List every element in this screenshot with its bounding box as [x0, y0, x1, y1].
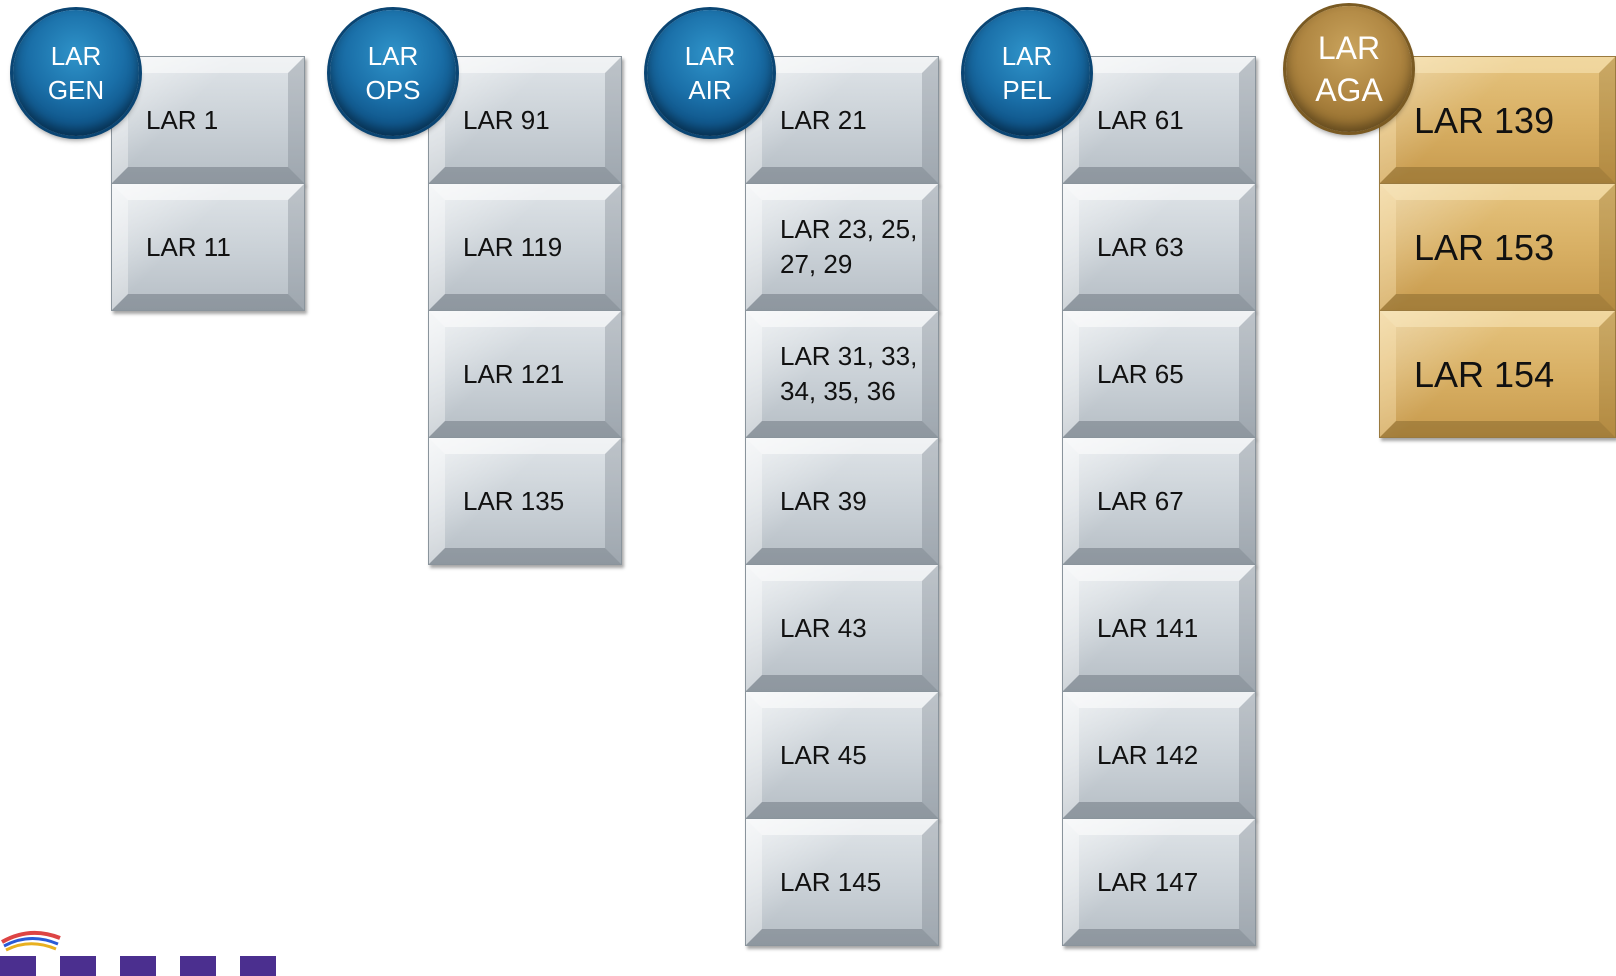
item-label: LAR 141 [1097, 612, 1199, 643]
item-box: LAR 43 [745, 564, 939, 692]
badge-line-2: PEL [1002, 75, 1052, 105]
item-box: LAR 154 [1379, 310, 1616, 438]
item-label: LAR 1 [146, 104, 219, 135]
item-label: LAR 31, 33, 34, 35, 36 [780, 341, 918, 406]
badge-line-1: LAR [1001, 41, 1053, 71]
item-box: LAR 139 [1379, 56, 1616, 184]
badge-line-1: LAR [1317, 30, 1381, 66]
item-label: LAR 61 [1097, 104, 1184, 135]
item-label: LAR 67 [1097, 485, 1184, 516]
item-box: LAR 45 [745, 691, 939, 819]
badge-line-2: AIR [688, 75, 732, 105]
item-label: LAR 119 [463, 231, 563, 262]
item-label: LAR 135 [463, 485, 565, 516]
item-box: LAR 147 [1062, 818, 1256, 946]
badge-line-1: LAR [684, 41, 736, 71]
item-box: LAR 65 [1062, 310, 1256, 438]
item-box: LAR 23, 25, 27, 29 [745, 183, 939, 311]
item-box: LAR 153 [1379, 183, 1616, 311]
badge-line-1: LAR [50, 41, 102, 71]
item-box: LAR 21 [745, 56, 939, 184]
item-label: LAR 154 [1414, 353, 1555, 395]
item-label: LAR 139 [1414, 99, 1555, 141]
item-box: LAR 1 [111, 56, 305, 184]
badge-lar-ops: LAR OPS [330, 10, 456, 136]
item-box: LAR 121 [428, 310, 622, 438]
item-label: LAR 91 [463, 104, 550, 135]
item-label: LAR 147 [1097, 866, 1199, 897]
badge-line-1: LAR [367, 41, 419, 71]
item-box: LAR 145 [745, 818, 939, 946]
item-box: LAR 39 [745, 437, 939, 565]
item-box: LAR 119 [428, 183, 622, 311]
badge-lar-air: LAR AIR [647, 10, 773, 136]
item-label: LAR 21 [780, 104, 867, 135]
item-box: LAR 91 [428, 56, 622, 184]
badge-line-2: OPS [365, 75, 421, 105]
badge-lar-pel: LAR PEL [964, 10, 1090, 136]
item-label: LAR 23, 25, 27, 29 [780, 214, 918, 279]
item-label: LAR 65 [1097, 358, 1184, 389]
badge-lar-aga: LAR AGA [1286, 6, 1412, 132]
badge-lar-gen: LAR GEN [13, 10, 139, 136]
organization-logo [0, 930, 276, 976]
item-label: LAR 153 [1414, 226, 1555, 268]
item-label: LAR 11 [146, 231, 231, 262]
item-box: LAR 63 [1062, 183, 1256, 311]
item-box: LAR 61 [1062, 56, 1256, 184]
item-label: LAR 121 [463, 358, 565, 389]
item-box: LAR 135 [428, 437, 622, 565]
item-label: LAR 43 [780, 612, 867, 643]
item-box: LAR 67 [1062, 437, 1256, 565]
item-label: LAR 63 [1097, 231, 1184, 262]
item-label: LAR 142 [1097, 739, 1199, 770]
item-label: LAR 45 [780, 739, 867, 770]
item-label: LAR 39 [780, 485, 867, 516]
item-box: LAR 141 [1062, 564, 1256, 692]
badge-line-2: AGA [1315, 72, 1383, 108]
item-box: LAR 31, 33, 34, 35, 36 [745, 310, 939, 438]
badge-line-2: GEN [47, 75, 105, 105]
item-label: LAR 145 [780, 866, 882, 897]
item-box: LAR 11 [111, 183, 305, 311]
item-box: LAR 142 [1062, 691, 1256, 819]
